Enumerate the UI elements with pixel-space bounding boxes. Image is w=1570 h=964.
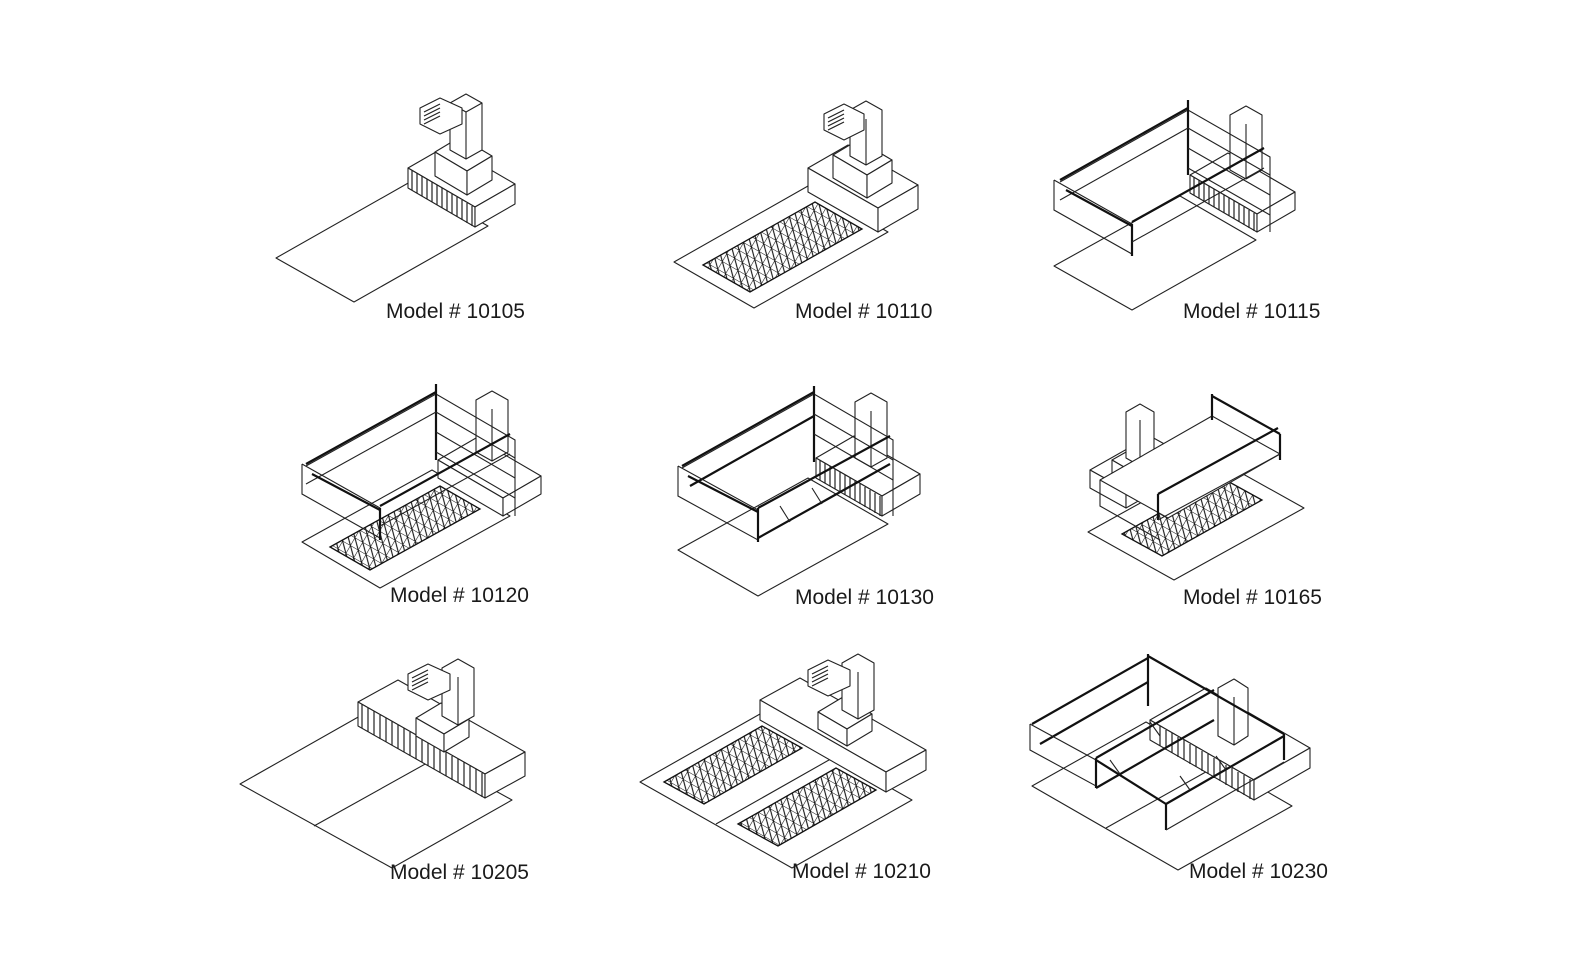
- model-10110-drawing: [673, 100, 919, 309]
- model-label: Model # 10110: [795, 300, 932, 323]
- model-10205-drawing: [239, 658, 526, 869]
- model-10115-drawing: [1053, 100, 1296, 311]
- model-label: Model # 10230: [1189, 860, 1328, 883]
- model-10105-drawing: [275, 93, 516, 303]
- model-label: Model # 10130: [795, 586, 934, 609]
- model-10210-drawing: [639, 653, 927, 869]
- model-label: Model # 10210: [792, 860, 931, 883]
- model-label: Model # 10115: [1183, 300, 1320, 323]
- model-10165-drawing: [1087, 394, 1305, 581]
- model-label: Model # 10165: [1183, 586, 1322, 609]
- model-label: Model # 10105: [386, 300, 525, 323]
- model-10130-drawing: [677, 386, 921, 597]
- model-label: Model # 10120: [390, 584, 529, 607]
- model-10120-drawing: [301, 384, 542, 589]
- model-10230-drawing: [1029, 654, 1311, 871]
- model-label: Model # 10205: [390, 861, 529, 884]
